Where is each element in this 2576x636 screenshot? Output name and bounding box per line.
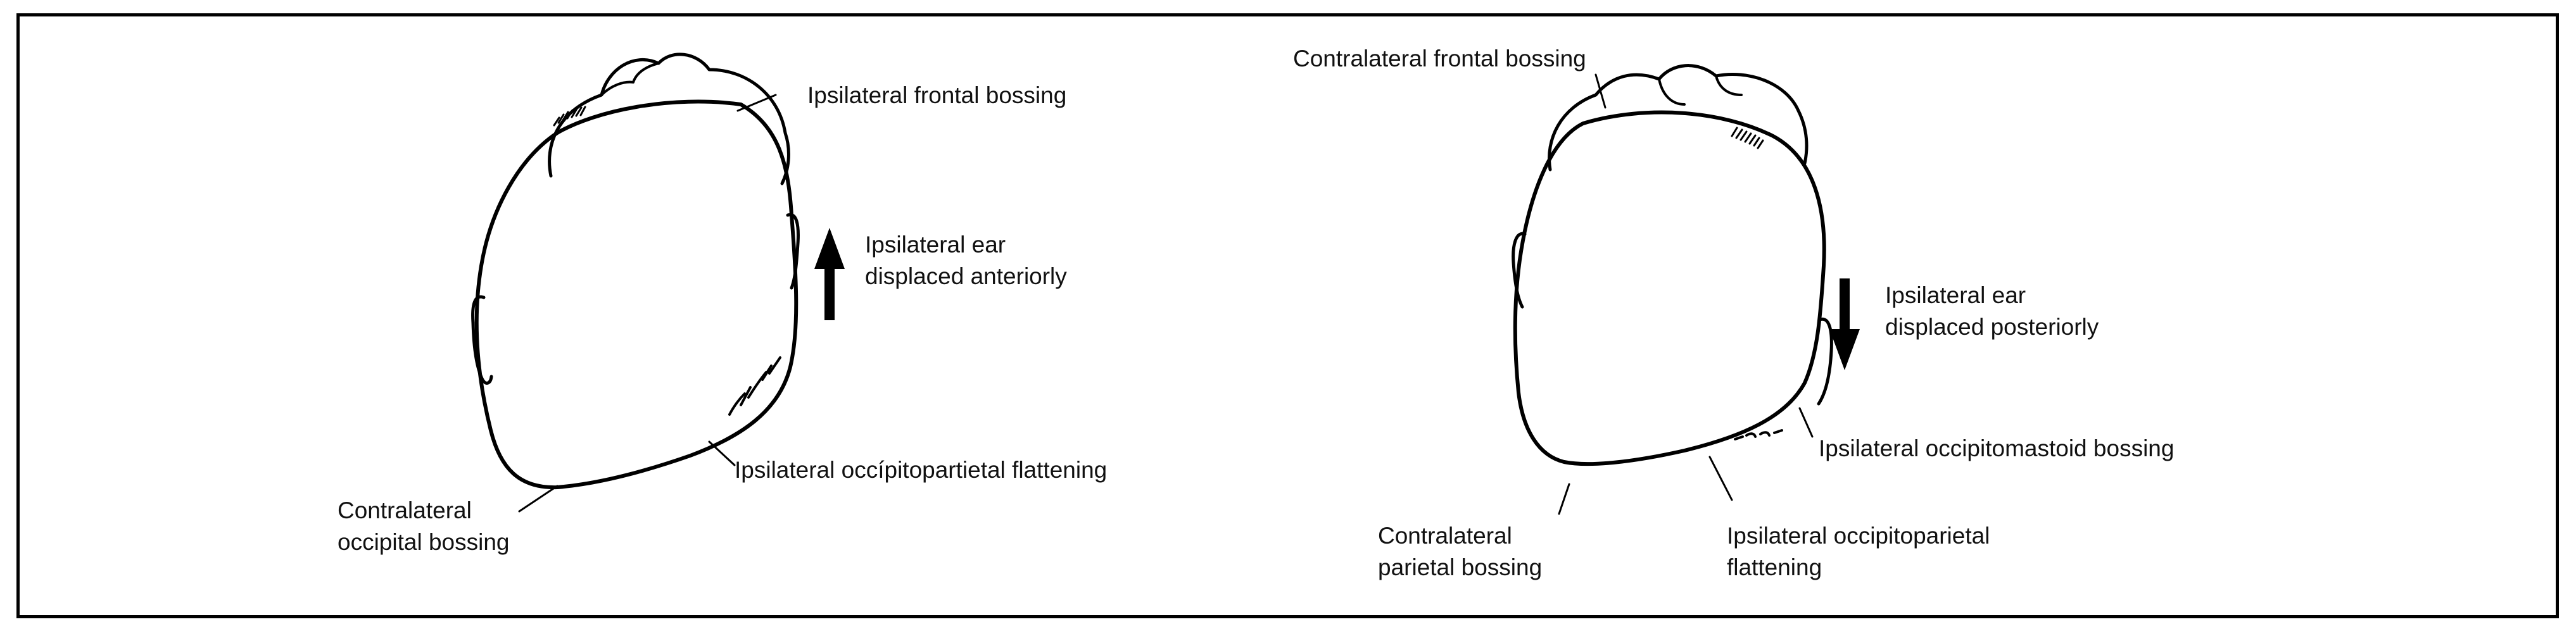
right-frontal-pointer bbox=[1594, 73, 1607, 109]
right-label-parietal-line2: parietal bossing bbox=[1378, 554, 1543, 580]
right-head-signature bbox=[1734, 429, 1783, 440]
left-head-skull-outline bbox=[474, 99, 799, 490]
right-occipitoparietal-pointer bbox=[1708, 456, 1733, 501]
right-head-contralateral-ear bbox=[1512, 232, 1527, 309]
left-occipitopartietal-pointer bbox=[708, 440, 736, 466]
left-head-ipsilateral-ear bbox=[786, 213, 800, 290]
right-head-forehead bbox=[1548, 64, 1809, 171]
left-frontal-pointer bbox=[736, 94, 777, 112]
left-eyebrow-lashes bbox=[553, 106, 586, 127]
left-pointer-lines bbox=[518, 94, 777, 513]
right-label-frontal: Contralateral frontal bossing bbox=[1293, 46, 1586, 72]
right-parietal-pointer bbox=[1558, 483, 1570, 515]
right-label-occipitoparietal-line1: Ipsilateral occipitoparietal bbox=[1727, 523, 1990, 549]
right-head-hair-tuft bbox=[1658, 75, 1743, 106]
figure-frame bbox=[16, 13, 2559, 618]
left-label-ear-line2: displaced anteriorly bbox=[865, 263, 1067, 289]
right-label-occipitoparietal-line2: flattening bbox=[1727, 554, 1822, 580]
right-eyebrow-lashes bbox=[1731, 127, 1764, 149]
left-head-hair-tuft bbox=[600, 62, 660, 96]
left-head-diagram bbox=[471, 53, 800, 490]
left-label-occipital-line2: occipital bossing bbox=[338, 529, 510, 555]
left-head-signature bbox=[728, 356, 781, 416]
right-occipitomastoid-pointer bbox=[1798, 407, 1814, 438]
right-label-ear-line2: displaced posteriorly bbox=[1885, 314, 2099, 340]
right-head-ipsilateral-ear bbox=[1817, 317, 1833, 406]
left-head-contralateral-ear bbox=[471, 295, 493, 385]
right-pointer-lines bbox=[1558, 73, 1814, 515]
right-head-skull-outline bbox=[1513, 110, 1826, 466]
right-head-diagram bbox=[1512, 64, 1833, 466]
right-label-parietal-line1: Contralateral bbox=[1378, 523, 1512, 549]
left-label-ear-line1: Ipsilateral ear bbox=[865, 232, 1006, 258]
left-label-occipital-line1: Contralateral bbox=[338, 497, 472, 523]
right-arrow-down-icon bbox=[1829, 278, 1860, 370]
right-label-occipitomastoid: Ipsilateral occipitomastoid bossing bbox=[1819, 435, 2175, 461]
left-occipital-pointer bbox=[518, 485, 559, 513]
right-label-ear-line1: Ipsilateral ear bbox=[1885, 282, 2026, 308]
left-arrow-up-icon bbox=[814, 228, 845, 320]
left-label-occipitopartietal: Ipsilateral occípitopartietal flattening bbox=[735, 457, 1108, 483]
left-label-frontal: Ipsilateral frontal bossing bbox=[807, 82, 1067, 108]
